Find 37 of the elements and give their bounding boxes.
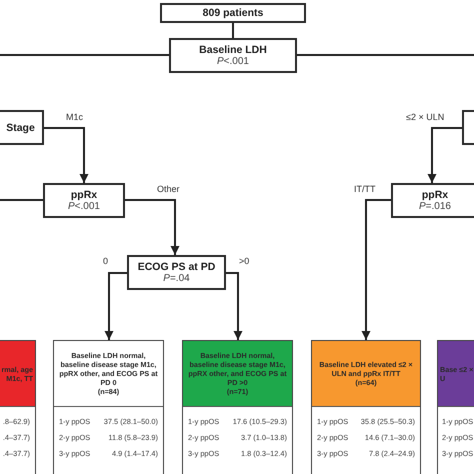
result-box (437, 340, 474, 474)
node-title: ppRx (422, 188, 448, 200)
connector-line (0, 199, 43, 201)
connector-line (0, 54, 169, 56)
p-value: P=.04 (163, 272, 190, 284)
split-box (391, 183, 474, 218)
split-box (43, 183, 125, 218)
node-title: 809 patients (202, 7, 264, 19)
arrow (428, 127, 462, 183)
node-title: Baseline LDH (199, 44, 267, 56)
arrow (125, 199, 180, 255)
edge-label: M1c (66, 112, 84, 122)
node-title: ppRx (70, 188, 98, 200)
connector-line (232, 23, 234, 38)
edge-label: Other (157, 184, 180, 194)
edge-label: >0 (239, 256, 250, 266)
result-box (182, 340, 293, 474)
start-box (160, 3, 306, 23)
result-box (311, 340, 421, 474)
p-value: P<.001 (217, 56, 249, 68)
split-box (0, 110, 44, 145)
arrow (226, 272, 242, 340)
edge-label: IT/TT (354, 184, 376, 194)
edge-label: 0 (103, 256, 108, 266)
connector-line (297, 54, 474, 56)
edge-label: ≤2 × ULN (406, 112, 444, 122)
arrow (104, 272, 127, 340)
node-title: ECOG PS at PD (138, 260, 216, 272)
split-box (169, 38, 297, 73)
arrow (44, 127, 88, 183)
node-title: Stage (6, 122, 35, 134)
split-box (127, 255, 226, 290)
p-value: P=.016 (419, 200, 451, 212)
result-box (53, 340, 164, 474)
arrow (362, 199, 391, 340)
result-box (0, 340, 36, 474)
p-value: P<.001 (68, 200, 100, 212)
